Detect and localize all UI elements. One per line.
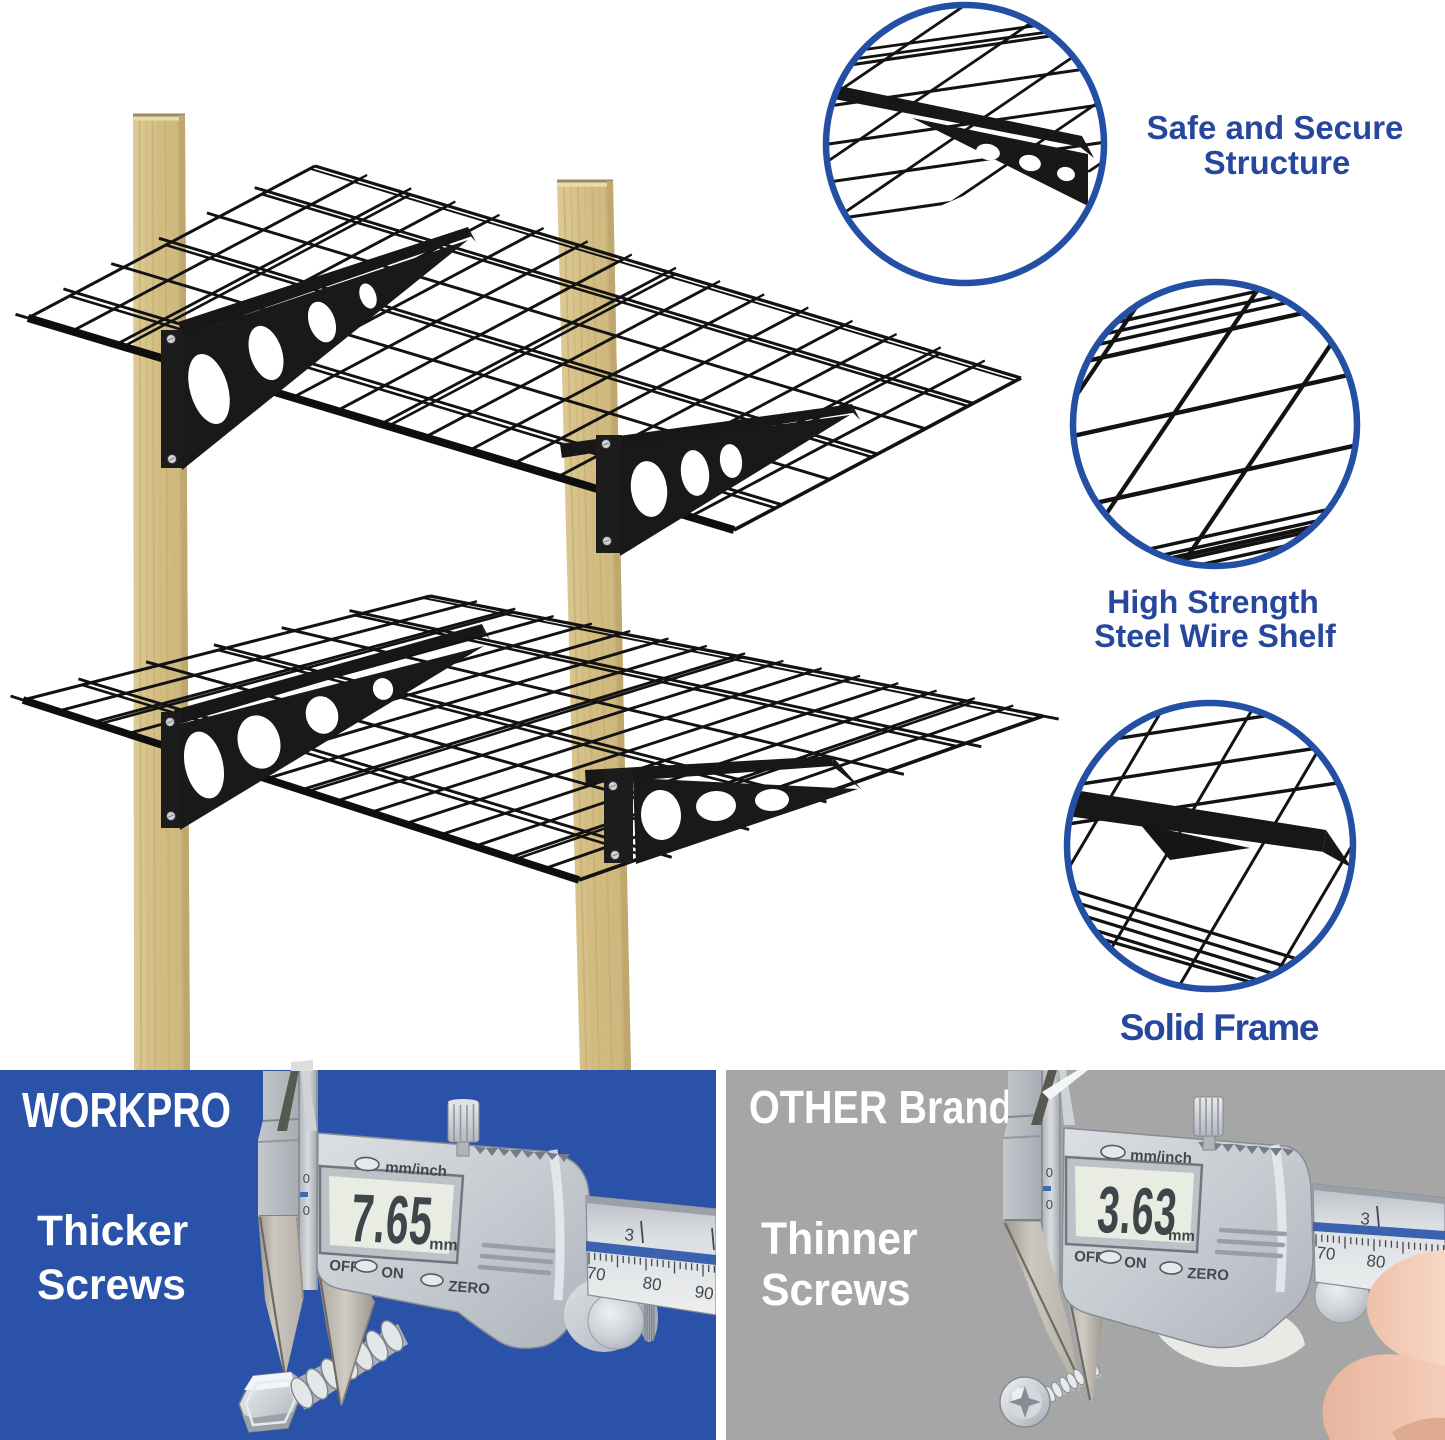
svg-text:Safe and Secure: Safe and Secure <box>1147 109 1404 146</box>
svg-text:Thicker: Thicker <box>37 1208 188 1255</box>
svg-text:70: 70 <box>585 1263 606 1284</box>
svg-text:0: 0 <box>303 1203 310 1218</box>
svg-text:mm: mm <box>1168 1227 1195 1245</box>
svg-text:ZERO: ZERO <box>1187 1265 1230 1284</box>
svg-text:3: 3 <box>1360 1209 1371 1229</box>
svg-text:Steel Wire Shelf: Steel Wire Shelf <box>1094 618 1336 654</box>
svg-text:Screws: Screws <box>761 1265 911 1315</box>
svg-text:3: 3 <box>624 1225 635 1245</box>
svg-text:Thinner: Thinner <box>761 1214 918 1264</box>
svg-text:mm/inch: mm/inch <box>1130 1147 1192 1167</box>
svg-text:0: 0 <box>303 1171 310 1186</box>
svg-text:0: 0 <box>1046 1165 1053 1180</box>
svg-text:Solid Frame: Solid Frame <box>1120 1007 1319 1048</box>
svg-text:80: 80 <box>641 1273 662 1294</box>
svg-text:Screws: Screws <box>37 1262 186 1309</box>
svg-text:OFF: OFF <box>1074 1248 1105 1267</box>
svg-text:90: 90 <box>693 1282 714 1303</box>
svg-text:mm/inch: mm/inch <box>385 1159 448 1180</box>
svg-text:ZERO: ZERO <box>448 1278 491 1298</box>
svg-text:0: 0 <box>1046 1197 1053 1212</box>
svg-text:ON: ON <box>1124 1254 1147 1272</box>
svg-text:WORKPRO: WORKPRO <box>22 1084 231 1138</box>
svg-text:Structure: Structure <box>1204 144 1351 181</box>
svg-text:80: 80 <box>1366 1251 1387 1272</box>
svg-text:7.65: 7.65 <box>348 1179 436 1259</box>
svg-text:mm: mm <box>429 1236 458 1254</box>
svg-text:ON: ON <box>381 1264 405 1283</box>
svg-text:High Strength: High Strength <box>1107 584 1319 620</box>
svg-text:70: 70 <box>1316 1243 1337 1264</box>
svg-text:OTHER Brand: OTHER Brand <box>749 1082 1013 1133</box>
svg-text:OFF: OFF <box>329 1257 360 1276</box>
svg-text:3.63: 3.63 <box>1095 1173 1180 1250</box>
